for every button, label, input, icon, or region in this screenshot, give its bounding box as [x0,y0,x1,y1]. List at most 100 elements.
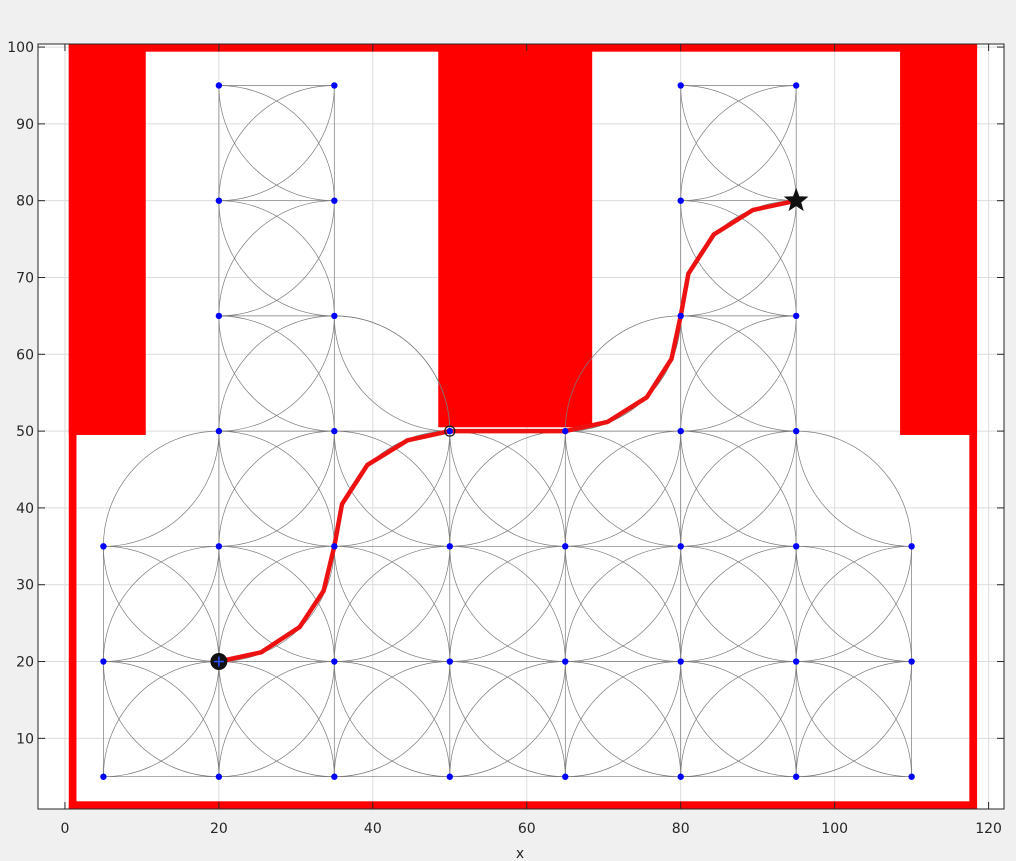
y-tick-label: 20 [16,655,34,671]
roadmap-edge [564,661,681,778]
roadmap-node [446,543,454,550]
roadmap-edge [218,200,335,317]
roadmap-edge [564,430,681,547]
roadmap-edge [680,546,797,662]
x-tick-label: 80 [672,821,690,837]
roadmap-edge [449,431,566,547]
y-tick-label: 60 [16,347,34,363]
x-tick-label: 20 [210,821,228,837]
roadmap-edge [103,546,220,662]
roadmap-edge [564,431,681,547]
waypoint-node-ring [444,425,456,437]
roadmap-node [331,197,338,204]
roadmap-node [792,658,800,665]
roadmap-edge [680,200,797,317]
path-line [216,198,799,664]
roadmap-edge [680,85,797,201]
roadmap-edge [103,430,219,547]
roadmap-edge [564,545,681,662]
roadmap-node [677,312,684,320]
roadmap-edge [218,545,335,662]
roadmap-edge [334,545,451,662]
roadmap-edge [103,661,219,778]
roadmap-edge [680,315,797,432]
roadmap-node [908,658,915,665]
roadmap-edge [680,430,797,547]
roadmap-edge [218,85,335,202]
roadmap-edge [680,430,797,547]
y-tick-label: 90 [16,117,34,133]
roadmap-edge [333,315,450,432]
obstacle-map [68,44,978,809]
roadmap-node [792,773,800,780]
x-tick-label: 100 [821,821,848,837]
roadmap-nodes [100,82,915,780]
roadmap-node [215,312,223,320]
roadmap-node [562,543,569,550]
obstacle-left-border [68,44,77,809]
roadmap-edge [334,430,451,547]
roadmap-edge [218,315,335,432]
roadmap-edge [680,431,797,547]
roadmap-edge [680,661,797,777]
roadmap-node [677,543,684,550]
roadmap-edge [449,545,566,662]
x-axis-label: x [516,846,524,861]
roadmap-node [331,427,338,435]
x-tick-label: 40 [364,821,382,837]
roadmap-edge [796,430,912,547]
roadmap-node [331,658,338,665]
roadmap-edge [218,430,335,547]
obstacle-top-border [68,44,978,52]
endpoint-markers [210,187,809,671]
roadmap-edge [218,546,335,662]
roadmap-edges [103,85,912,778]
roadmap-edge [795,545,912,662]
roadmap-edge [680,431,797,547]
planned-path [216,198,799,664]
roadmap-edge [565,661,682,778]
y-tick-label: 50 [16,424,34,440]
y-tick-label: 80 [16,194,34,210]
roadmap-node [677,82,684,89]
roadmap-edge [680,546,797,662]
x-tick-label: 120 [975,821,1002,837]
y-tick-label: 100 [7,40,34,56]
roadmap-edge [680,661,797,777]
roadmap-edge [103,545,219,662]
roadmap-edge [449,546,566,662]
x-tick-label: 0 [60,821,69,837]
roadmap-edge [218,430,335,547]
obstacle-left-pillar [68,44,146,435]
roadmap-edge [680,315,797,432]
obstacle-right-border [969,44,978,809]
roadmap-edge [795,661,912,778]
roadmap-node [562,658,569,665]
roadmap-edge [795,546,912,662]
roadmap-edge [796,661,912,778]
roadmap-edge [680,200,797,317]
roadmap-edge [680,545,797,662]
roadmap-edge [218,315,335,432]
roadmap-node [792,427,800,435]
roadmap-node [677,658,684,665]
roadmap-edge [449,661,566,778]
roadmap-edge [565,545,682,662]
roadmap-edge [103,661,220,777]
roadmap-edge [796,661,912,777]
roadmap-edge [333,661,450,777]
roadmap-edge [680,661,797,778]
roadmap-node [908,543,915,550]
roadmap-edge [449,661,566,778]
roadmap-node [331,543,338,550]
roadmap-edge [218,661,335,778]
roadmap-edge [218,431,335,547]
roadmap-node [215,197,223,204]
roadmap-edge [333,431,450,547]
roadmap-edge [218,431,335,547]
roadmap-edge [334,546,451,662]
roadmap-edge [680,85,797,202]
roadmap-node [446,427,454,435]
roadmap-edge [333,661,450,778]
